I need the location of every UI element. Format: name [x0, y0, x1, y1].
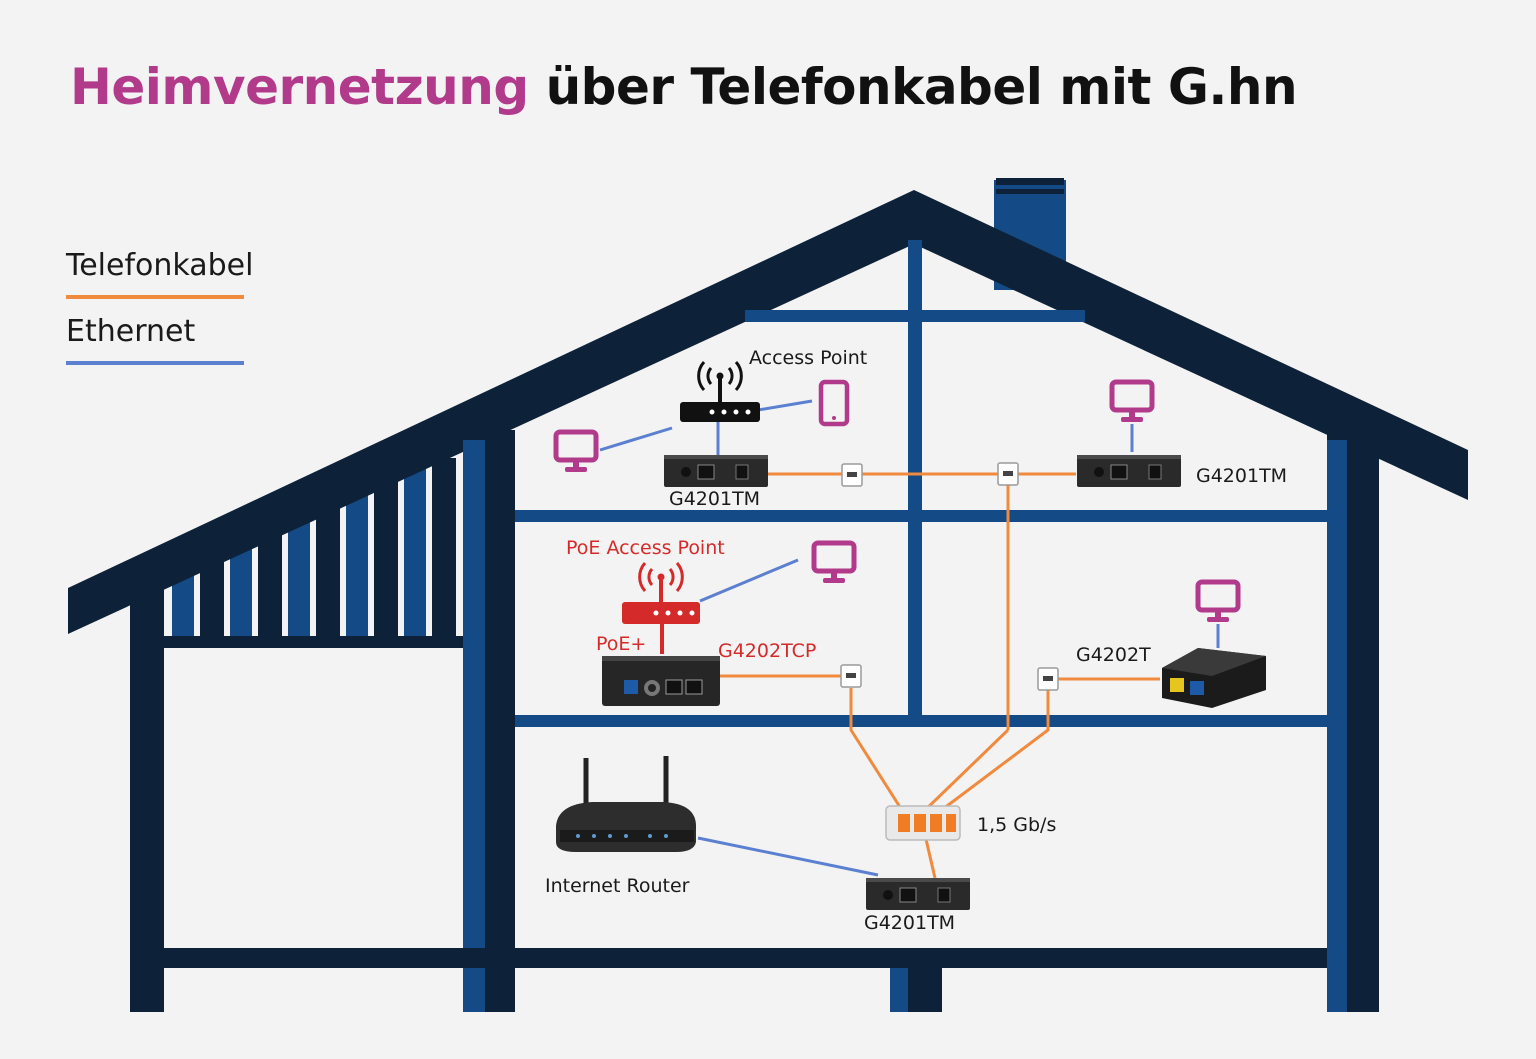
- label-g4201tm-top-right: G4201TM: [1196, 465, 1287, 487]
- adapter-g4201tm-top-right: [1076, 454, 1182, 488]
- label-g4201tm-bottom: G4201TM: [864, 912, 955, 934]
- legend-line-ethernet: [66, 361, 244, 365]
- phone-cables: [720, 472, 1160, 879]
- adapter-g4201tm-bottom: [865, 877, 971, 911]
- ethernet-cables: [599, 399, 1220, 877]
- adapter-g4201tm-top-left: [663, 454, 769, 488]
- legend-ethernet: Ethernet: [66, 314, 244, 365]
- adapter-g4202tcp: [602, 656, 720, 706]
- attic-slats: [162, 458, 472, 648]
- floor-upper: [515, 510, 1327, 522]
- access-point-router-icon: [680, 361, 760, 422]
- phone-socket-icon-2: [997, 462, 1019, 486]
- label-poe-access-point: PoE Access Point: [566, 537, 725, 559]
- label-g4202tcp: G4202TCP: [718, 640, 816, 662]
- phone-socket-icon-4: [1037, 667, 1059, 691]
- monitor-icon-right: [1198, 582, 1238, 622]
- smartphone-icon: [818, 379, 850, 427]
- monitor-icon-top-left: [556, 432, 596, 472]
- left-wall: [130, 584, 164, 1012]
- label-g4202t: G4202T: [1076, 644, 1151, 666]
- house-structure: [68, 178, 1468, 1012]
- floor-middle: [515, 715, 1327, 727]
- floor-ground: [164, 948, 1327, 968]
- adapter-g4202t: [1162, 648, 1266, 708]
- ridge-post: [908, 240, 922, 718]
- internet-router-icon: [556, 756, 696, 852]
- title-rest: über Telefonkabel mit G.hn: [545, 58, 1298, 116]
- legend-telefonkabel: Telefonkabel: [66, 248, 253, 299]
- monitor-icon-top-right: [1112, 382, 1152, 422]
- legend-label-ethernet: Ethernet: [66, 314, 196, 349]
- phone-socket-icon-3: [840, 664, 862, 688]
- title-highlight: Heimvernetzung: [70, 58, 529, 116]
- monitor-icon-middle: [814, 543, 854, 583]
- page-title: Heimvernetzung über Telefonkabel mit G.h…: [70, 58, 1298, 116]
- phone-socket-icon-1: [841, 463, 863, 487]
- label-g4201tm-top-left: G4201TM: [669, 488, 760, 510]
- label-internet-router: Internet Router: [545, 875, 690, 897]
- label-speed: 1,5 Gb/s: [977, 814, 1056, 836]
- attic-beam: [745, 310, 1085, 322]
- legend-label-telefonkabel: Telefonkabel: [66, 248, 254, 283]
- wago-connector-icon: [885, 805, 961, 841]
- label-access-point: Access Point: [749, 347, 867, 369]
- poe-access-point-router-icon: [622, 562, 700, 624]
- roof: [68, 190, 1468, 634]
- legend-line-telefonkabel: [66, 295, 244, 299]
- label-poe-plus: PoE+: [596, 633, 646, 655]
